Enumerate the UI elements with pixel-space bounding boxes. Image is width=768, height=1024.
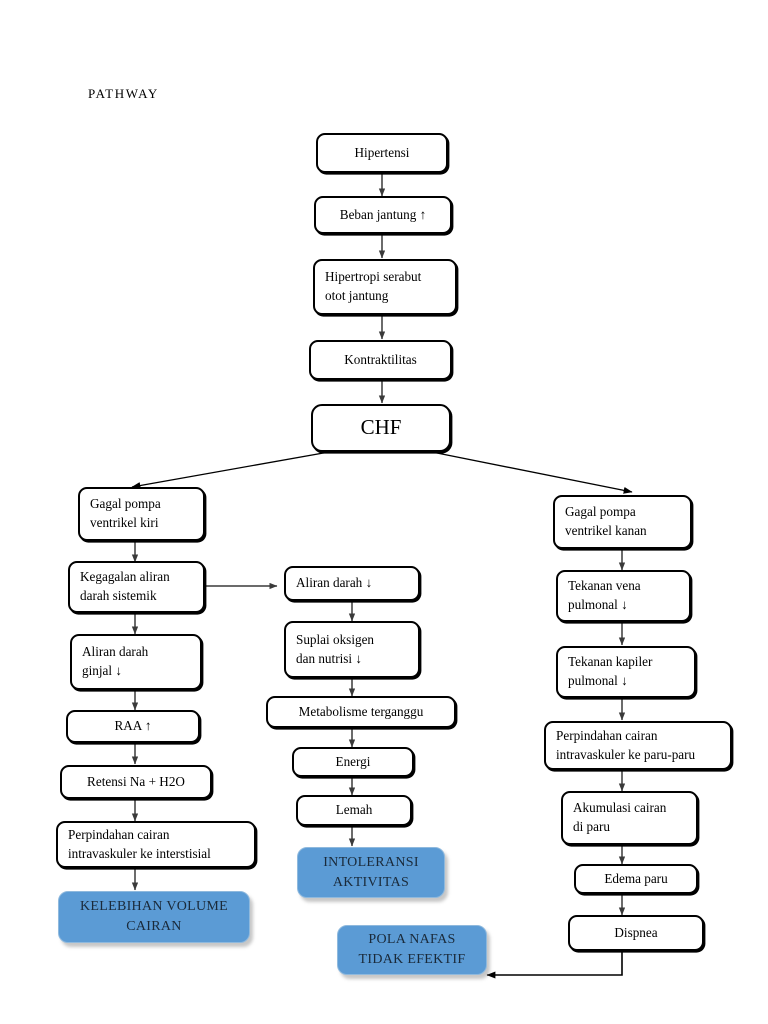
node-perpindahan-cairan-interstisial[interactable]: Perpindahan cairan intravaskuler ke inte… — [56, 821, 256, 868]
node-gagal-pompa-ventrikel-kiri[interactable]: Gagal pompa ventrikel kiri — [78, 487, 205, 541]
node-label: Perpindahan cairan intravaskuler ke paru… — [556, 727, 696, 762]
page-title: PATHWAY — [88, 86, 159, 101]
node-chf[interactable]: CHF — [311, 404, 451, 452]
node-label: Kegagalan aliran darah sistemik — [80, 569, 170, 603]
node-metabolisme-terganggu[interactable]: Metabolisme terganggu — [266, 696, 456, 728]
node-label: Hipertensi — [354, 144, 410, 160]
node-label: Aliran darah ginjal ↓ — [82, 644, 149, 678]
node-lemah[interactable]: Lemah — [296, 795, 412, 826]
node-raa[interactable]: RAA ↑ — [66, 710, 200, 743]
node-kontraktilitas[interactable]: Kontraktilitas — [309, 340, 452, 380]
node-label: Suplai oksigen dan nutrisi ↓ — [296, 631, 375, 666]
node-retensi-na-h2o[interactable]: Retensi Na + H2O — [60, 765, 212, 799]
node-label: INTOLERANSI AKTIVITAS — [323, 854, 419, 890]
edge-chf-kanan — [431, 451, 633, 494]
node-aliran-darah[interactable]: Aliran darah ↓ — [284, 566, 420, 601]
node-label: Perpindahan cairan intravaskuler ke inte… — [68, 826, 211, 861]
node-aliran-darah-ginjal[interactable]: Aliran darah ginjal ↓ — [70, 634, 202, 690]
node-label: Beban jantung ↑ — [339, 206, 427, 222]
node-label: Edema paru — [604, 870, 668, 886]
node-label: POLA NAFAS TIDAK EFEKTIF — [358, 932, 466, 967]
node-beban-jantung[interactable]: Beban jantung ↑ — [314, 196, 452, 234]
node-tekanan-vena-pulmonal[interactable]: Tekanan vena pulmonal ↓ — [556, 570, 691, 622]
node-label: Hipertropi serabut otot jantung — [325, 269, 422, 303]
edge-chf-kiri — [131, 451, 330, 489]
node-kegagalan-aliran-darah-sistemik[interactable]: Kegagalan aliran darah sistemik — [68, 561, 205, 613]
node-akumulasi-cairan-di-paru[interactable]: Akumulasi cairan di paru — [561, 791, 698, 845]
node-suplai-oksigen-nutrisi[interactable]: Suplai oksigen dan nutrisi ↓ — [284, 621, 420, 678]
node-tekanan-kapiler-pulmonal[interactable]: Tekanan kapiler pulmonal ↓ — [556, 646, 696, 698]
edge-dispnea-polanafas — [486, 951, 623, 979]
node-label: Energi — [335, 753, 371, 769]
node-label: Retensi Na + H2O — [87, 773, 185, 789]
node-dispnea[interactable]: Dispnea — [568, 915, 704, 951]
node-label: Tekanan vena pulmonal ↓ — [568, 578, 641, 612]
node-label: RAA ↑ — [114, 718, 152, 734]
node-label: Tekanan kapiler pulmonal ↓ — [568, 654, 653, 688]
node-label: Dispnea — [614, 924, 658, 940]
node-label: Gagal pompa ventrikel kanan — [565, 504, 647, 538]
node-label: CHF — [360, 415, 402, 440]
node-label: Lemah — [335, 802, 373, 818]
node-edema-paru[interactable]: Edema paru — [574, 864, 698, 894]
node-perpindahan-cairan-paru[interactable]: Perpindahan cairan intravaskuler ke paru… — [544, 721, 732, 770]
node-diagnosis-pola-nafas-tidak-efektif[interactable]: POLA NAFAS TIDAK EFEKTIF — [337, 925, 487, 975]
node-label: Akumulasi cairan di paru — [573, 800, 667, 834]
node-label: KELEBIHAN VOLUME CAIRAN — [79, 899, 229, 934]
node-hipertensi[interactable]: Hipertensi — [316, 133, 448, 173]
node-hipertropi-serabut[interactable]: Hipertropi serabut otot jantung — [313, 259, 457, 315]
node-energi[interactable]: Energi — [292, 747, 414, 777]
node-label: Gagal pompa ventrikel kiri — [90, 496, 161, 530]
node-label: Kontraktilitas — [344, 351, 417, 367]
node-gagal-pompa-ventrikel-kanan[interactable]: Gagal pompa ventrikel kanan — [553, 495, 692, 549]
node-label: Metabolisme terganggu — [298, 703, 424, 719]
node-diagnosis-intoleransi-aktivitas[interactable]: INTOLERANSI AKTIVITAS — [297, 847, 445, 898]
node-diagnosis-kelebihan-volume-cairan[interactable]: KELEBIHAN VOLUME CAIRAN — [58, 891, 250, 943]
node-label: Aliran darah ↓ — [296, 575, 373, 591]
